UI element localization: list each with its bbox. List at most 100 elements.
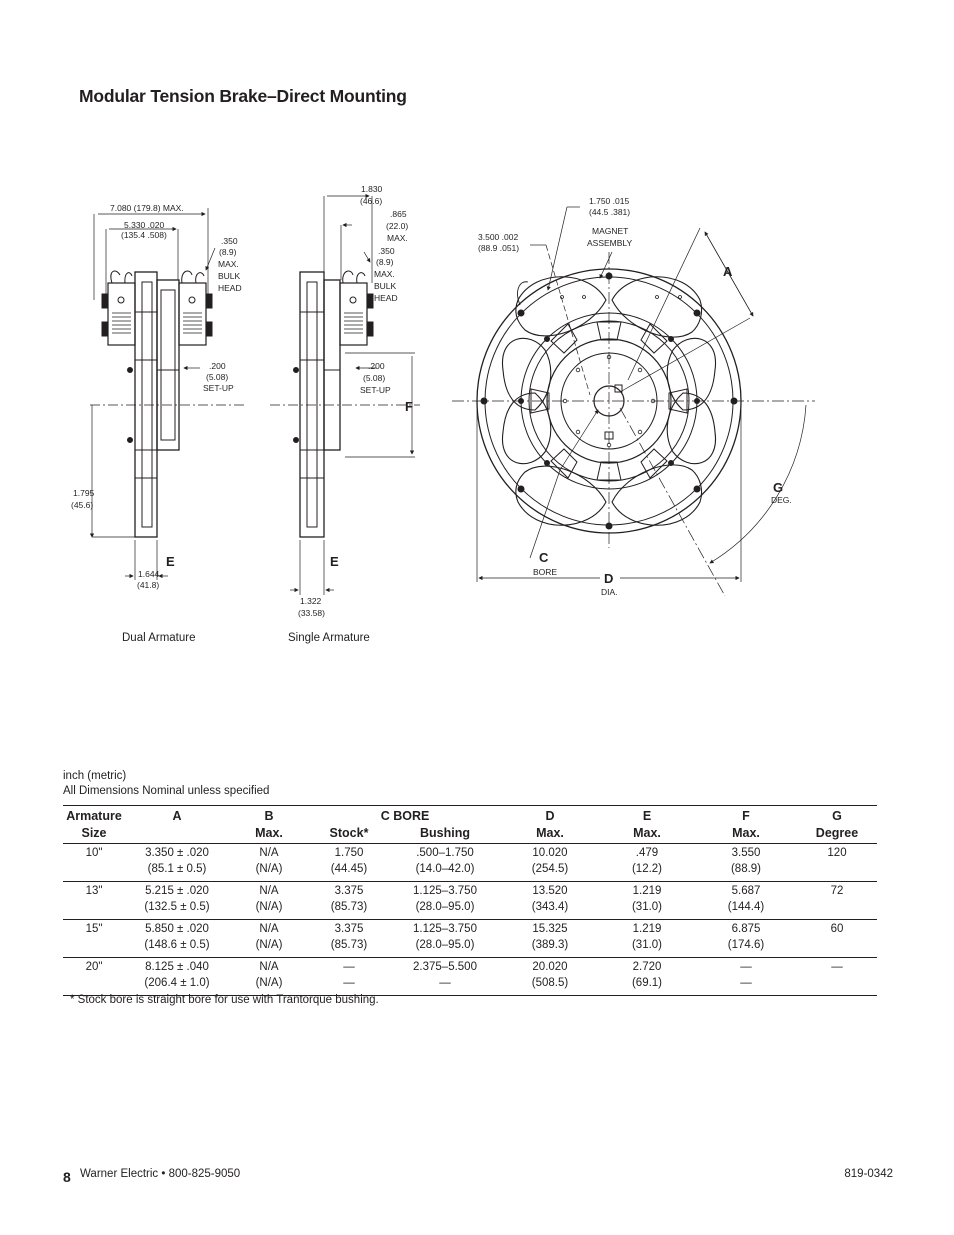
svg-text:1.830: 1.830 [361,184,383,194]
header-armature: Armature [63,805,125,824]
svg-text:5.330 .020: 5.330 .020 [124,220,164,230]
svg-text:(45.6): (45.6) [71,500,93,510]
cell-d: 15.325(389.3) [501,919,599,958]
svg-text:7.080 (179.8) MAX.: 7.080 (179.8) MAX. [110,203,184,213]
header-g: G [797,805,877,824]
units-note: inch (metric) All Dimensions Nominal unl… [63,769,269,799]
cell-bushing: 2.375–5.500— [389,957,501,996]
cell-g: 72 [797,881,877,920]
cell-size: 10" [63,843,125,882]
cell-g: 60 [797,919,877,958]
header-a-sub [125,824,229,844]
cell-e: 1.219(31.0) [599,881,695,920]
svg-text:ASSEMBLY: ASSEMBLY [587,238,633,248]
header-d: D [501,805,599,824]
svg-text:.350: .350 [221,236,238,246]
svg-text:(8.9): (8.9) [376,257,394,267]
cell-f: —— [695,957,797,996]
cell-d: 13.520(343.4) [501,881,599,920]
cell-a: 3.350 ± .020(85.1 ± 0.5) [125,843,229,882]
single-armature-view [270,193,420,595]
header-f-max: Max. [695,824,797,844]
cell-g: — [797,957,877,996]
svg-text:F: F [405,399,413,414]
svg-text:(135.4 .508): (135.4 .508) [121,230,167,240]
cell-stock: —— [309,957,389,996]
header-e: E [599,805,695,824]
cell-stock: 1.750(44.45) [309,843,389,882]
cell-g: 120 [797,843,877,882]
header-c-bore: C BORE [309,805,501,824]
svg-text:(33.58): (33.58) [298,608,325,618]
page-title: Modular Tension Brake–Direct Mounting [79,86,407,106]
cell-size: 15" [63,919,125,958]
header-f: F [695,805,797,824]
dual-armature-caption: Dual Armature [122,632,196,644]
page-number: 8 [63,1169,71,1185]
header-b: B [229,805,309,824]
svg-text:MAX.: MAX. [374,269,395,279]
svg-text:1.750 .015: 1.750 .015 [589,196,629,206]
cell-size: 13" [63,881,125,920]
svg-text:.200: .200 [368,361,385,371]
cell-b: N/A(N/A) [229,881,309,920]
cell-f: 6.875(174.6) [695,919,797,958]
header-d-max: Max. [501,824,599,844]
table-row: 10" 3.350 ± .020(85.1 ± 0.5) N/A(N/A) 1.… [63,843,877,882]
svg-text:(46.6): (46.6) [360,196,382,206]
table-row: 13" 5.215 ± .020(132.5 ± 0.5) N/A(N/A) 3… [63,881,877,920]
svg-text:(41.8): (41.8) [137,580,159,590]
svg-text:MAX.: MAX. [387,233,408,243]
svg-text:.200: .200 [209,361,226,371]
svg-text:SET-UP: SET-UP [360,385,391,395]
dimensions-table: Armature A B C BORE D E F G Size Max. St… [63,805,877,996]
table-row: 15" 5.850 ± .020(148.6 ± 0.5) N/A(N/A) 3… [63,919,877,958]
cell-bushing: .500–1.750(14.0–42.0) [389,843,501,882]
header-b-max: Max. [229,824,309,844]
cell-size: 20" [63,957,125,996]
svg-text:(22.0): (22.0) [386,221,408,231]
svg-text:BULK: BULK [374,281,397,291]
header-bushing: Bushing [389,824,501,844]
cell-d: 10.020(254.5) [501,843,599,882]
cell-bushing: 1.125–3.750(28.0–95.0) [389,919,501,958]
svg-text:.865: .865 [390,209,407,219]
dual-armature-view [89,208,246,580]
svg-text:1.795: 1.795 [73,488,95,498]
header-a: A [125,805,229,824]
svg-text:(5.08): (5.08) [363,373,385,383]
svg-text:E: E [166,554,175,569]
table-header-row: Armature A B C BORE D E F G [63,805,877,824]
svg-text:MAGNET: MAGNET [592,226,628,236]
cell-bushing: 1.125–3.750(28.0–95.0) [389,881,501,920]
svg-text:HEAD: HEAD [374,293,398,303]
table-footnote: * Stock bore is straight bore for use wi… [70,994,379,1006]
single-armature-labels: 1.830 (46.6) .865 (22.0) MAX. .350 (8.9)… [298,184,413,618]
front-view-labels: 1.750 .015 (44.5 .381) 3.500 .002 (88.9 … [478,196,792,597]
svg-text:A: A [723,264,733,279]
svg-text:(5.08): (5.08) [206,372,228,382]
technical-drawing: 7.080 (179.8) MAX. 5.330 .020 (135.4 .50… [71,184,815,618]
svg-text:1.322: 1.322 [300,596,322,606]
cell-b: N/A(N/A) [229,957,309,996]
cell-a: 5.215 ± .020(132.5 ± 0.5) [125,881,229,920]
cell-f: 5.687(144.4) [695,881,797,920]
header-e-max: Max. [599,824,695,844]
table-subheader-row: Size Max. Stock* Bushing Max. Max. Max. … [63,824,877,844]
cell-b: N/A(N/A) [229,843,309,882]
cell-a: 8.125 ± .040(206.4 ± 1.0) [125,957,229,996]
cell-stock: 3.375(85.73) [309,919,389,958]
svg-text:1.644: 1.644 [138,569,160,579]
svg-text:3.500 .002: 3.500 .002 [478,232,518,242]
cell-stock: 3.375(85.73) [309,881,389,920]
header-size: Size [63,824,125,844]
svg-text:.350: .350 [378,246,395,256]
svg-text:SET-UP: SET-UP [203,383,234,393]
cell-d: 20.020(508.5) [501,957,599,996]
front-view [452,206,815,597]
svg-text:(8.9): (8.9) [219,247,237,257]
svg-text:HEAD: HEAD [218,283,242,293]
svg-text:DEG.: DEG. [771,495,792,505]
footer-doc-number: 819-0342 [844,1168,893,1180]
svg-text:BORE: BORE [533,567,557,577]
